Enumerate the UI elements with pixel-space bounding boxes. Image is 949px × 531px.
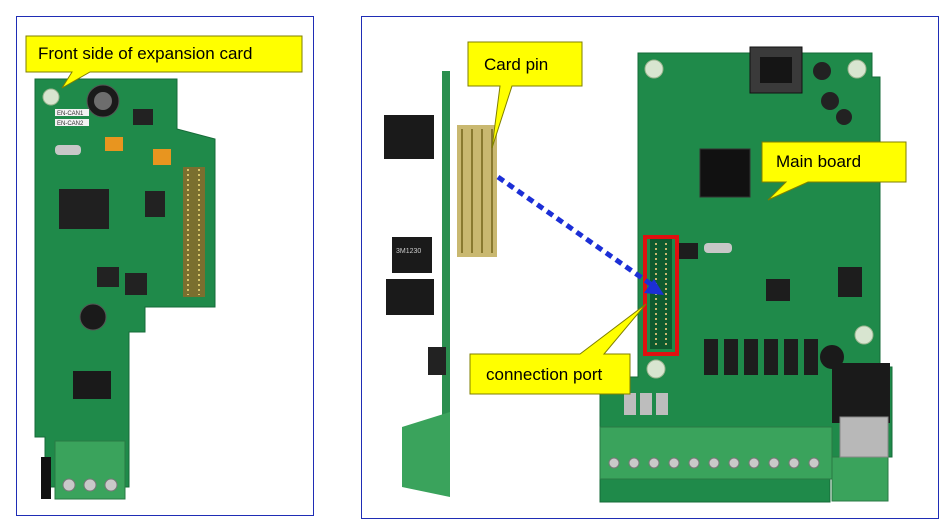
insertion-arrow <box>496 174 654 288</box>
transceiver-ic <box>73 371 111 399</box>
capacitor-top-cap <box>94 92 112 110</box>
can-label-2: EN-CAN2 <box>57 121 84 127</box>
card-side-view: 3M1230 <box>384 71 497 497</box>
card-header-pins <box>183 167 205 297</box>
small-ic-1 <box>133 109 153 125</box>
front-side-label: Front side of expansion card <box>38 44 253 63</box>
small-ic-4 <box>125 273 147 295</box>
tantalum-cap-1 <box>105 137 123 151</box>
card-side-pins <box>457 125 497 257</box>
main-ic <box>59 189 109 229</box>
mounting-hole <box>42 88 60 106</box>
crystal <box>55 145 81 155</box>
can-sticker-1 <box>55 109 89 116</box>
card-pin-label: Card pin <box>484 55 549 74</box>
capacitor-label: 3M1230 <box>396 248 421 255</box>
tantalum-cap-2 <box>153 149 171 165</box>
capacitor-bottom <box>79 303 107 331</box>
main-board-label: Main board <box>776 152 862 171</box>
expansion-card-image: EN-CAN1 EN-CAN2 <box>34 78 216 500</box>
main-board-image: 3M1230 <box>384 46 893 503</box>
can-label-1: EN-CAN1 <box>57 111 84 117</box>
card-terminal-block <box>41 440 126 500</box>
main-board-panel: 3M1230 <box>361 16 939 519</box>
can-sticker-2 <box>55 119 89 126</box>
expansion-card-front-panel: EN-CAN1 EN-CAN2 <box>16 16 314 516</box>
insertion-arrow-head <box>644 279 664 295</box>
connection-port-label: connection port <box>486 365 603 384</box>
small-ic-3 <box>97 267 119 287</box>
small-ic-2 <box>145 191 165 217</box>
connection-port-highlight <box>643 235 679 356</box>
